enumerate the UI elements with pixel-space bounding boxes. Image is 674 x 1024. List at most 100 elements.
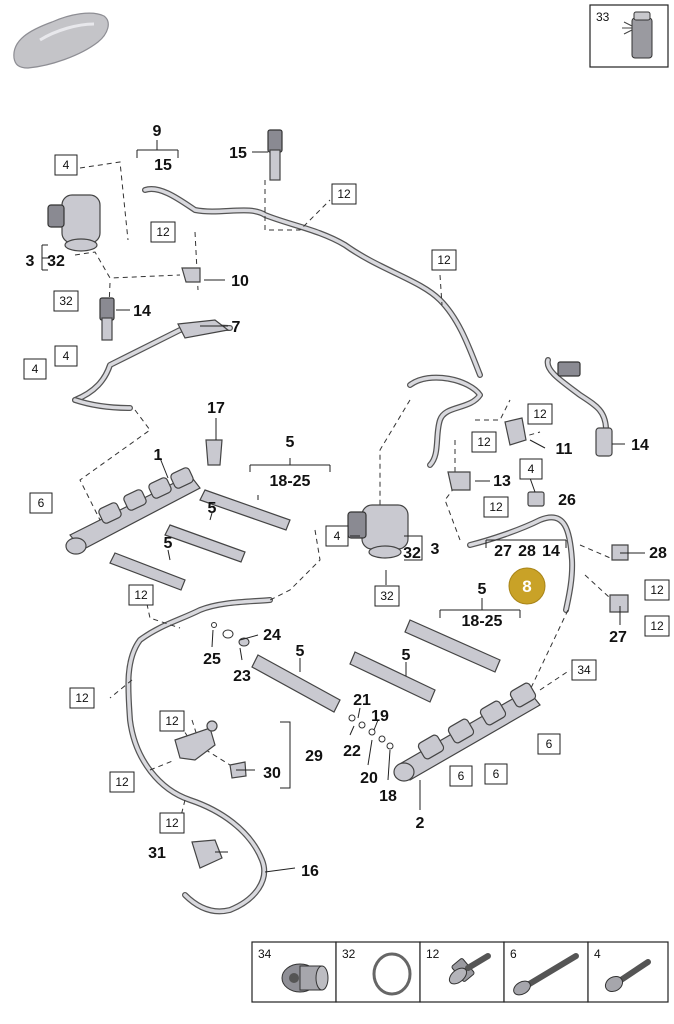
- callout-3b: 3: [431, 541, 440, 558]
- callout-32b: 32: [403, 545, 421, 562]
- clip-26: [527, 491, 545, 507]
- callout-31: 31: [148, 845, 166, 862]
- legend-cell-32: 32: [335, 941, 421, 1003]
- svg-text:12: 12: [650, 583, 664, 597]
- box-label-4e: 4: [325, 525, 349, 547]
- callout-14a: 14: [133, 303, 151, 320]
- svg-text:34: 34: [258, 947, 272, 961]
- callout-8: 8: [522, 577, 531, 596]
- seals-18-22: [348, 714, 394, 750]
- box-label-4a: 4: [54, 154, 78, 176]
- box-label-4b: 4: [54, 345, 78, 367]
- legend-cell-34: 34: [251, 941, 337, 1003]
- callout-28b: 28: [649, 545, 667, 562]
- svg-text:32: 32: [380, 589, 394, 603]
- callout-23: 23: [233, 668, 251, 685]
- svg-text:4: 4: [334, 529, 341, 543]
- item-8-marker: 8: [508, 567, 546, 605]
- callout-14c: 14: [631, 437, 649, 454]
- box-label-12f: 12: [483, 496, 509, 518]
- bracket-29: [174, 720, 218, 761]
- box-label-12a: 12: [150, 221, 176, 243]
- box-label-12k: 12: [159, 710, 185, 732]
- hardware-legend: 34 32 12 6: [251, 941, 669, 1003]
- svg-text:12: 12: [650, 619, 664, 633]
- svg-text:12: 12: [165, 816, 179, 830]
- callout-19: 19: [371, 708, 389, 725]
- callout-26: 26: [558, 492, 576, 509]
- box-label-6d: 6: [449, 765, 473, 787]
- callout-10: 10: [231, 273, 249, 290]
- callout-11: 11: [556, 441, 573, 458]
- injectors-right: [251, 619, 501, 713]
- fuel-rail-1: [65, 467, 201, 555]
- svg-text:12: 12: [426, 947, 440, 961]
- box-label-12m: 12: [159, 812, 185, 834]
- svg-text:6: 6: [546, 737, 553, 751]
- callout-17: 17: [207, 400, 225, 417]
- callout-18-25b: 18-25: [462, 613, 503, 630]
- svg-text:4: 4: [32, 362, 39, 376]
- injectors-left: [109, 489, 291, 591]
- callout-25: 25: [203, 651, 221, 668]
- box-label-4d: 4: [519, 458, 543, 480]
- lead-lines: [41, 140, 645, 873]
- callout-3a: 3: [26, 253, 35, 270]
- legend-cell-12: 12: [419, 941, 505, 1003]
- short-bolt-icon: [604, 959, 651, 993]
- car-silhouette-icon: [13, 12, 109, 69]
- svg-text:6: 6: [510, 947, 517, 961]
- callout-22: 22: [343, 743, 361, 760]
- callout-29: 29: [305, 748, 323, 765]
- svg-text:4: 4: [594, 947, 601, 961]
- callout-30: 30: [263, 765, 281, 782]
- box-label-12h: 12: [644, 615, 670, 637]
- svg-text:4: 4: [63, 158, 70, 172]
- bracket-13: [447, 471, 471, 491]
- callout-9: 9: [153, 123, 162, 140]
- callout-15b: 15: [229, 145, 247, 162]
- callout-5e: 5: [296, 643, 305, 660]
- callout-15a: 15: [154, 157, 172, 174]
- box-label-12l: 12: [109, 771, 135, 793]
- callout-18: 18: [379, 788, 397, 805]
- legend-cell-4: 4: [587, 941, 669, 1003]
- bracket-10: [181, 267, 201, 283]
- sensor-17: [205, 439, 223, 466]
- svg-text:12: 12: [337, 187, 351, 201]
- svg-text:32: 32: [342, 947, 356, 961]
- svg-text:6: 6: [38, 496, 45, 510]
- box-label-6c: 6: [484, 763, 508, 785]
- svg-text:12: 12: [533, 407, 547, 421]
- clip-31: [191, 839, 223, 869]
- svg-text:32: 32: [59, 294, 73, 308]
- callout-5f: 5: [402, 647, 411, 664]
- boxed-labels: 4 32 12 12 12 4 4 12 12 4 12 6 4 32 12 1…: [0, 0, 670, 834]
- box-label-12n: 12: [0, 0, 14, 3]
- callout-13: 13: [493, 473, 511, 490]
- callout-18-25a: 18-25: [270, 473, 311, 490]
- callout-2: 2: [416, 815, 425, 832]
- svg-text:12: 12: [156, 225, 170, 239]
- box-label-12e: 12: [471, 431, 497, 453]
- box-label-6a: 6: [29, 492, 53, 514]
- callout-5d: 5: [478, 581, 487, 598]
- svg-text:4: 4: [63, 349, 70, 363]
- callout-24: 24: [263, 627, 281, 644]
- callout-21: 21: [353, 692, 371, 709]
- box-label-12g: 12: [644, 579, 670, 601]
- sensor-14-left: [99, 297, 115, 341]
- callout-16: 16: [301, 863, 319, 880]
- long-bolt-icon: [513, 953, 579, 996]
- box-label-34: 34: [571, 659, 597, 681]
- item-33-box: 33: [589, 4, 669, 68]
- svg-text:12: 12: [437, 253, 451, 267]
- box-label-12i: 12: [128, 584, 154, 606]
- bracket-11: [504, 417, 527, 446]
- callout-14b: 14: [542, 543, 560, 560]
- svg-text:12: 12: [75, 691, 89, 705]
- sensor-14-right: [557, 361, 613, 457]
- spray-can-icon: [622, 11, 653, 59]
- threaded-insert-icon: [281, 963, 329, 993]
- callout-5c: 5: [164, 535, 173, 552]
